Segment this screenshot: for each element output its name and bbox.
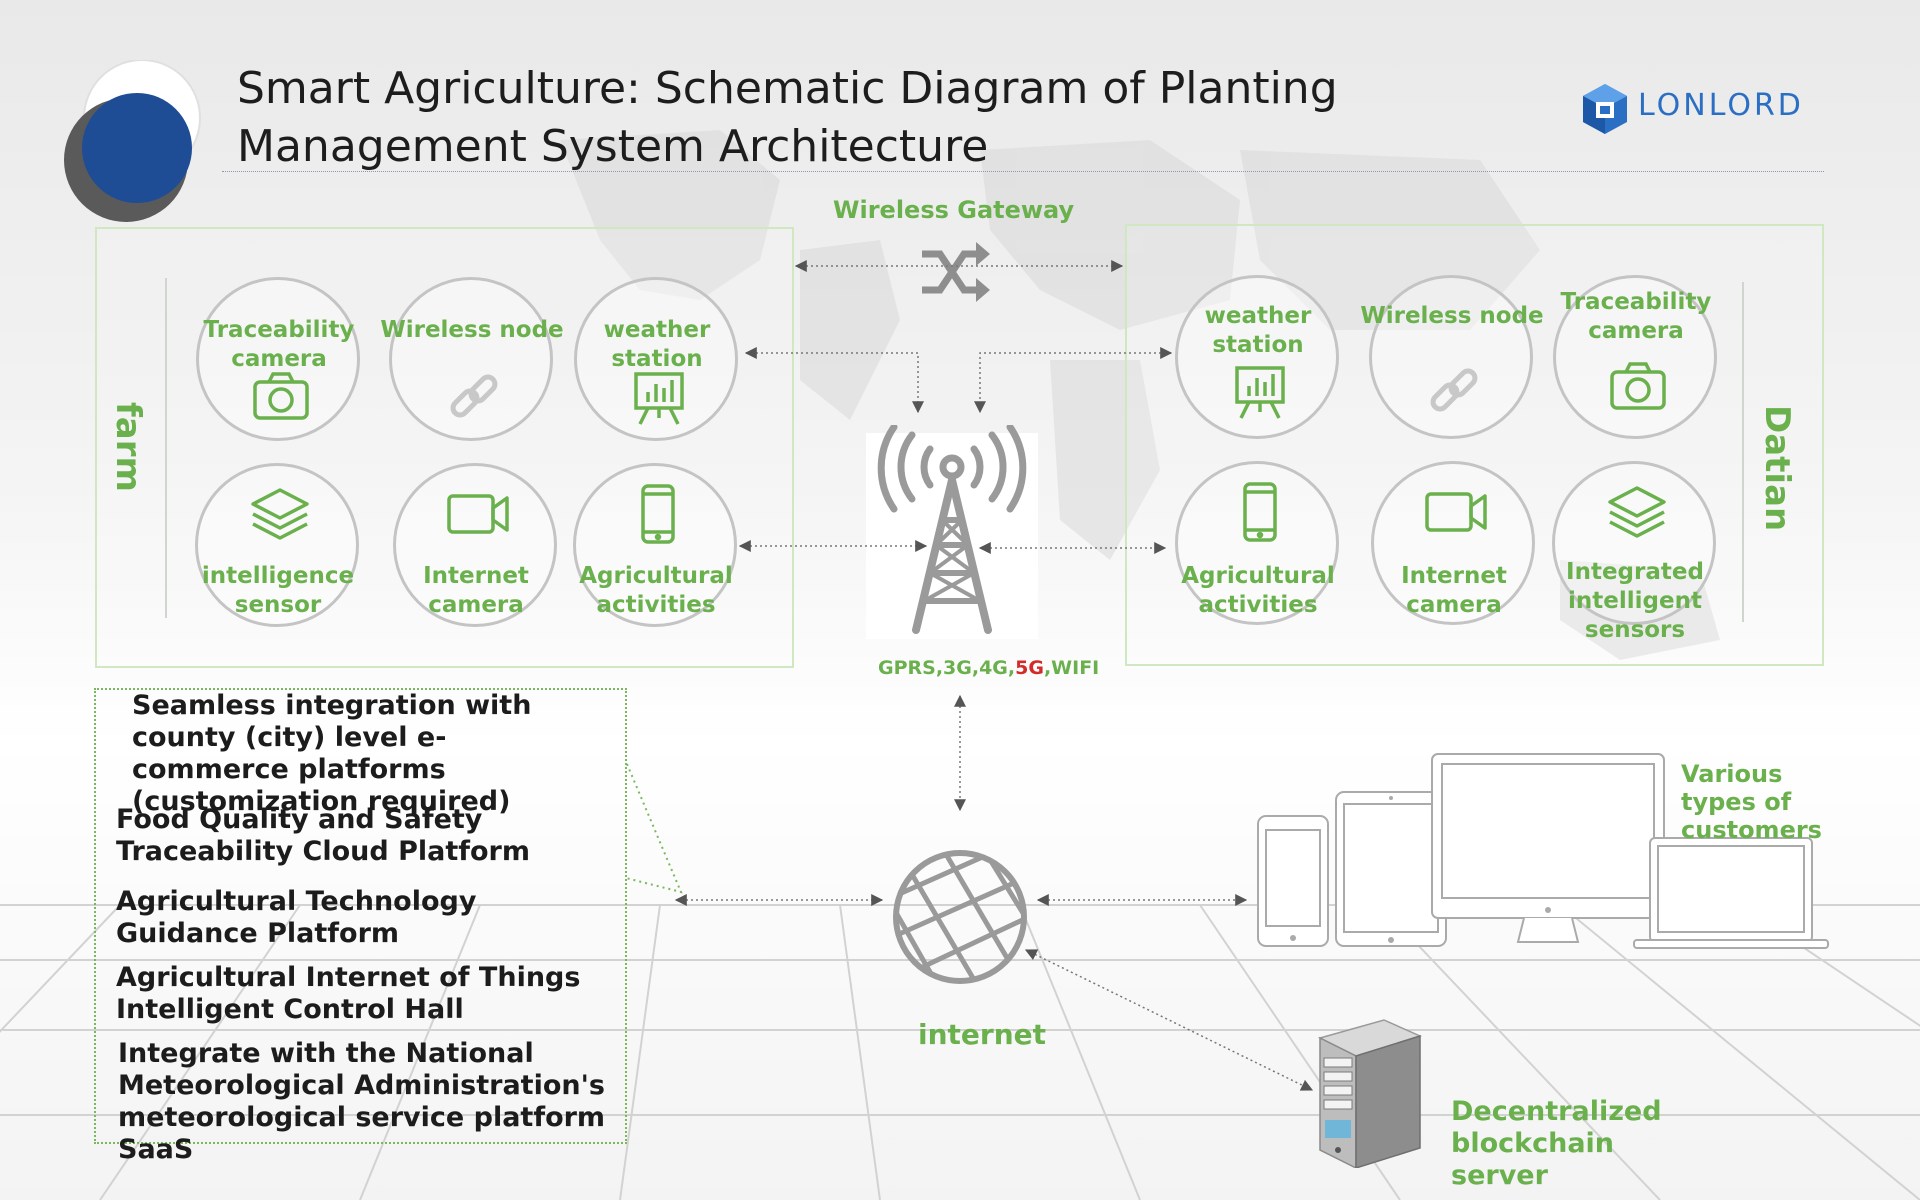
node-label: Internet camera [423,563,529,618]
node-label: Wireless node [380,317,564,343]
node-label: Agricultural activities [1181,563,1335,618]
internet-label: internet [918,1018,1047,1051]
platform-item-traceability-cloud: Food Quality and Safety Traceability Clo… [116,804,531,867]
logo-icon [1583,84,1627,134]
datian-node-wireless-node: Wireless node [1360,275,1544,439]
platform-item-ecommerce: Seamless integration with county (city) … [132,690,532,817]
network-types: GPRS,3G,4G,5G,WIFI [878,657,1099,679]
globe-icon [893,850,1027,984]
title-line-2: Management System Architecture [237,121,989,172]
node-label: Internet camera [1401,563,1507,618]
platform-list-box: Seamless integration with county (city) … [94,688,627,1165]
datian-label: Datian [1757,405,1797,532]
server-label: Decentralized blockchain server [1451,1096,1711,1192]
node-label: Agricultural activities [579,563,733,618]
platform-item-meteorological-saas: Integrate with the National Meteorologic… [118,1038,606,1165]
title-line-1: Smart Agriculture: Schematic Diagram of … [237,63,1338,114]
network-type-5g: 5G [1015,657,1044,679]
datian-node-integrated-sensors: Integrated intelligent sensors [1552,461,1716,643]
farm-node-traceability-camera: Traceability camera [196,277,360,441]
logo-text: LONLORD [1638,88,1804,123]
node-label: intelligence sensor [201,563,355,618]
datian-node-internet-camera: Internet camera [1371,461,1535,625]
node-label: Traceability camera [1560,289,1712,344]
wireless-gateway-label: Wireless Gateway [833,196,1075,224]
platform-item-technology-guidance: Agricultural Technology Guidance Platfor… [116,886,477,949]
network-types-suffix: ,WIFI [1043,657,1100,679]
node-label: Integrated intelligent sensors [1566,559,1704,643]
customer-devices-icon [1257,753,1829,949]
tower-backdrop [866,433,1038,639]
page-title: Smart Agriculture: Schematic Diagram of … [237,60,1387,176]
header-decoration [64,60,201,222]
customers-label: Various types of customers [1681,760,1861,844]
node-label: weather station [603,317,711,372]
node-label: weather station [1204,303,1312,358]
server-icon [1317,1019,1423,1168]
datian-node-agricultural-activities: Agricultural activities [1175,461,1339,625]
node-label: Wireless node [1360,303,1544,329]
farm-label: farm [108,402,148,492]
server-label-text: Decentralized blockchain server [1451,1096,1662,1191]
network-types-prefix: GPRS,3G,4G, [878,657,1016,679]
farm-node-weather-station: weather station [574,277,738,441]
farm-node-intelligence-sensor: intelligence sensor [195,463,359,627]
datian-node-traceability-camera: Traceability camera [1553,275,1717,439]
farm-node-wireless-node: Wireless node [380,277,564,441]
platform-item-iot-control-hall: Agricultural Internet of Things Intellig… [116,962,581,1025]
node-label: Traceability camera [203,317,355,372]
datian-node-weather-station: weather station [1175,275,1339,439]
cell-tower-icon [877,425,1027,634]
customers-label-text: Various types of customers [1681,760,1822,844]
farm-divider [165,278,167,618]
title-divider [222,171,1824,172]
farm-node-agricultural-activities: Agricultural activities [573,463,737,627]
datian-divider [1742,282,1744,622]
farm-node-internet-camera: Internet camera [393,463,557,627]
